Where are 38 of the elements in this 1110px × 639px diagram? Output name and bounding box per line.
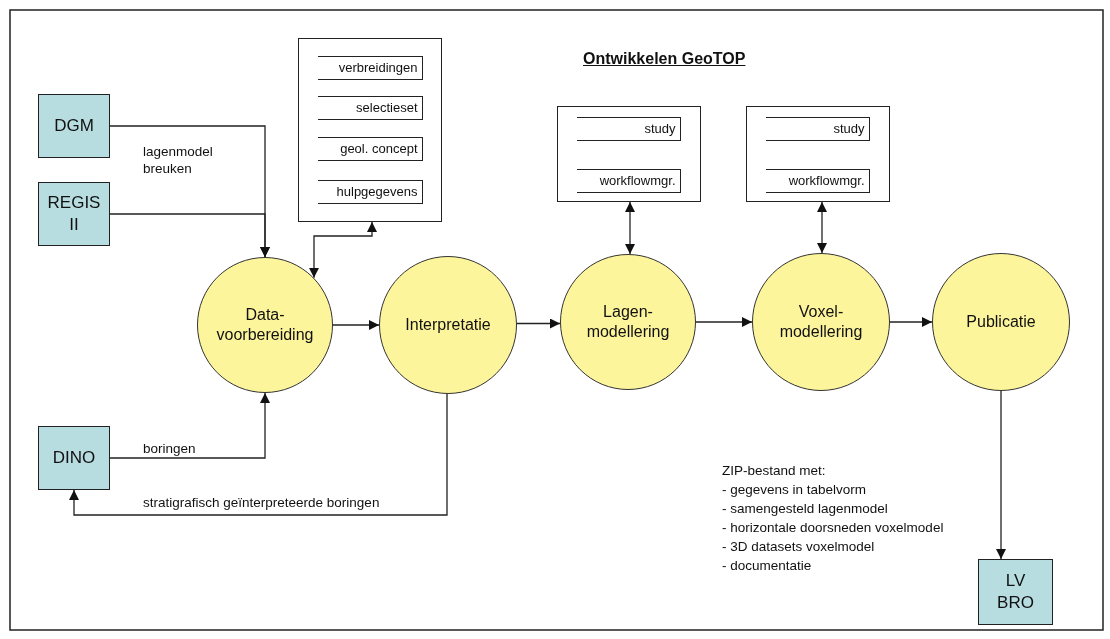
note-list-item: - samengesteld lagenmodel: [722, 500, 888, 517]
database-box: DGM: [38, 94, 110, 158]
connector-arrow: [69, 393, 448, 516]
connector-arrow: [889, 317, 933, 327]
connector-arrow: [309, 221, 377, 279]
panel-item: verbreidingen: [317, 55, 423, 80]
connector-arrow: [516, 318, 561, 329]
panel-item: study: [576, 116, 681, 141]
process-circle: Data- voorbereiding: [197, 257, 333, 393]
process-circle: Interpretatie: [379, 256, 517, 394]
diagram-title: Ontwikkelen GeoTOP: [583, 50, 746, 68]
connector-arrow: [109, 392, 270, 459]
database-box: DINO: [38, 426, 110, 490]
tool-panel: [298, 38, 442, 222]
process-circle: Lagen- modellering: [560, 254, 696, 390]
note-list-item: - gegevens in tabelvorm: [722, 481, 867, 498]
connector-arrow: [625, 201, 635, 255]
note-heading: ZIP-bestand met:: [722, 462, 826, 479]
panel-item: study: [765, 116, 870, 141]
panel-item: selectieset: [317, 95, 423, 120]
note-list-item: - documentatie: [722, 557, 812, 574]
connector-arrow: [695, 317, 753, 327]
panel-item: workflowmgr.: [576, 168, 681, 193]
connector-arrow: [332, 320, 380, 330]
note-list-item: - 3D datasets voxelmodel: [722, 538, 875, 555]
tool-panel: [746, 106, 890, 202]
process-circle: Publicatie: [932, 253, 1070, 391]
database-box: LV BRO: [978, 559, 1053, 625]
note-list-item: - horizontale doorsneden voxelmodel: [722, 519, 944, 536]
connector-arrow: [817, 201, 827, 254]
panel-item: hulpgegevens: [317, 179, 423, 204]
connector-arrow: [996, 390, 1006, 560]
process-circle: Voxel- modellering: [752, 253, 890, 391]
tool-panel: [557, 106, 701, 202]
panel-item: geol. concept: [317, 136, 423, 161]
panel-item: workflowmgr.: [765, 168, 870, 193]
connector-arrow: [109, 213, 270, 258]
database-box: REGIS II: [38, 182, 110, 246]
